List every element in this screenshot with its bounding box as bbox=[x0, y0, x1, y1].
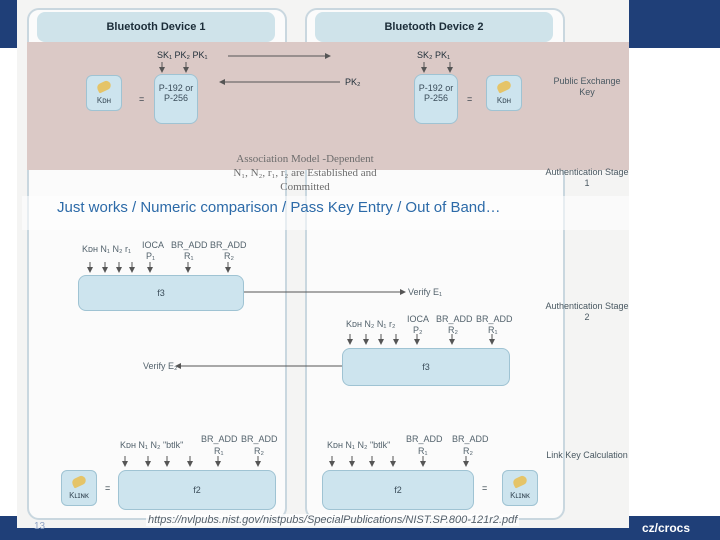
key-icon bbox=[70, 474, 88, 489]
verify-e1-label: Verify E₁ bbox=[408, 287, 443, 297]
device2-curve-box: P-192 or P-256 bbox=[414, 74, 458, 124]
stage-authentication-2: Authentication Stage 2 bbox=[545, 301, 629, 322]
device1-bradd1: BR_ADD bbox=[171, 240, 208, 250]
device2-bradd2: BR_ADD bbox=[476, 314, 513, 324]
device1-title: Bluetooth Device 1 bbox=[37, 12, 275, 42]
device2-f2-r2: R₂ bbox=[463, 446, 473, 456]
device2-equals: = bbox=[467, 94, 473, 104]
device1-curve-box: P-192 or P-256 bbox=[154, 74, 198, 124]
device1-f2-equals: = bbox=[105, 483, 111, 493]
device2-title: Bluetooth Device 2 bbox=[315, 12, 553, 42]
device1-f2-inputs: Kᴅʜ N₁ N₂ "btlk" bbox=[120, 440, 184, 450]
device2-linkkey-icon: Kʟɪɴᴋ bbox=[502, 470, 538, 506]
key-icon bbox=[95, 79, 113, 94]
device1-r2: R₂ bbox=[224, 251, 234, 261]
crocs-brand: cz/crocs bbox=[642, 521, 691, 535]
device1-f2-bradd1: BR_ADD bbox=[201, 434, 238, 444]
device2-dhkey-icon: Kᴅʜ bbox=[486, 75, 522, 111]
slide-right-margin bbox=[629, 48, 720, 516]
device2-r2: R₂ bbox=[448, 325, 458, 335]
key-icon bbox=[511, 474, 529, 489]
verify-e2-label: Verify E₂ bbox=[143, 361, 178, 371]
key-icon bbox=[495, 79, 513, 94]
device1-equals: = bbox=[139, 94, 145, 104]
device1-f2-bradd2: BR_ADD bbox=[241, 434, 278, 444]
device2-f2-box: f2 bbox=[322, 470, 474, 510]
stage-link-key-calculation: Link Key Calculation bbox=[546, 450, 628, 460]
device1-f2-box: f2 bbox=[118, 470, 276, 510]
device2-p2: P₂ bbox=[413, 325, 423, 335]
stage-public-exchange-key: Public Exchange Key bbox=[553, 76, 621, 97]
device2-f2-bradd2: BR_ADD bbox=[452, 434, 489, 444]
device2-bradd1: BR_ADD bbox=[436, 314, 473, 324]
device2-dhkey-label: Kᴅʜ bbox=[496, 96, 512, 105]
device1-bradd2: BR_ADD bbox=[210, 240, 247, 250]
device2-r1: R₁ bbox=[488, 325, 498, 335]
device1-ioca: IOCA bbox=[142, 240, 165, 250]
public-key-band bbox=[27, 42, 629, 170]
device1-dhkey-icon: Kᴅʜ bbox=[86, 75, 122, 111]
device2-f3-box: f3 bbox=[342, 348, 510, 386]
device2-public-inputs: SK₂ PK₁ bbox=[417, 50, 451, 60]
device1-f3-box: f3 bbox=[78, 275, 244, 311]
device2-f3-inputs: Kᴅʜ N₂ N₁ r₂ bbox=[346, 319, 396, 329]
device2-f2-equals: = bbox=[482, 483, 488, 493]
device2-f2-r1: R₁ bbox=[418, 446, 428, 456]
device1-linkkey-label: Kʟɪɴᴋ bbox=[69, 491, 89, 500]
stage-authentication-1: Authentication Stage 1 bbox=[545, 167, 629, 188]
overlay-backdrop bbox=[22, 196, 630, 230]
device2-ioca: IOCA bbox=[407, 314, 430, 324]
device2-f2-inputs: Kᴅʜ N₁ N₂ "btlk" bbox=[327, 440, 391, 450]
device2-linkkey-label: Kʟɪɴᴋ bbox=[510, 491, 530, 500]
device1-p1: P₁ bbox=[146, 251, 156, 261]
device1-r1: R₁ bbox=[184, 251, 194, 261]
device1-f2-r1: R₁ bbox=[214, 446, 224, 456]
device1-f2-r2: R₂ bbox=[254, 446, 264, 456]
device2-f2-bradd1: BR_ADD bbox=[406, 434, 443, 444]
device1-dhkey-label: Kᴅʜ bbox=[96, 96, 112, 105]
association-model-note: Association Model -Dependent N₁, N₂, r₁,… bbox=[233, 153, 377, 193]
device1-public-inputs: SK₁ PK₂ PK₁ bbox=[157, 50, 208, 60]
device1-linkkey-icon: Kʟɪɴᴋ bbox=[61, 470, 97, 506]
slide-number: 13 bbox=[34, 521, 46, 532]
pk2-arrow-label: PK₂ bbox=[345, 77, 361, 87]
overlay-caption: Just works / Numeric comparison / Pass K… bbox=[57, 199, 501, 216]
source-url[interactable]: https://nvlpubs.nist.gov/nistpubs/Specia… bbox=[146, 514, 520, 526]
device1-f3-inputs: Kᴅʜ N₁ N₂ r₁ bbox=[82, 244, 131, 254]
